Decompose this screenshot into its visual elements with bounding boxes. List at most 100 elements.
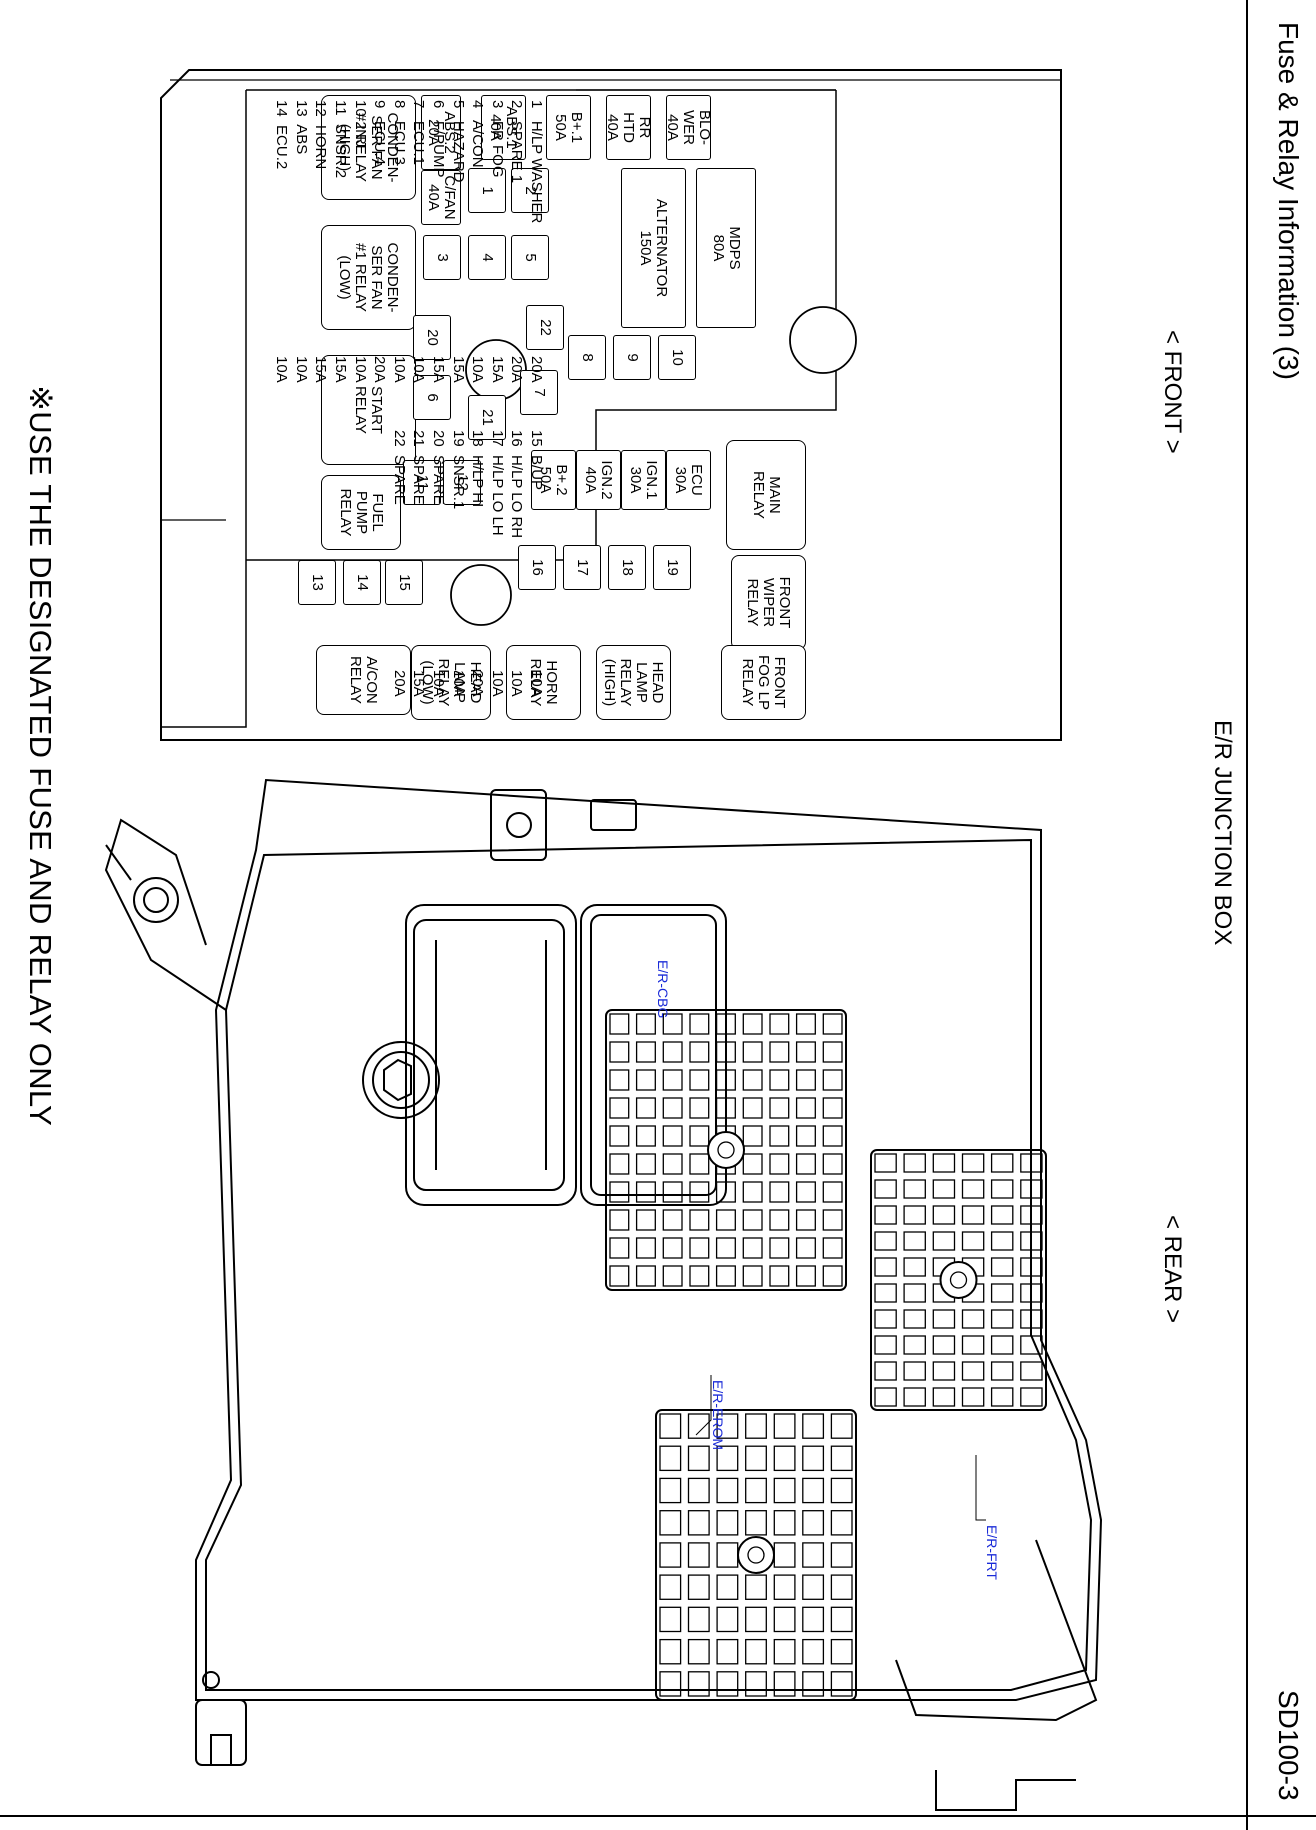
connector-frt-terminal xyxy=(903,1153,926,1173)
connector-frt-terminal xyxy=(874,1257,897,1277)
connector-erom-terminal xyxy=(830,1510,853,1536)
connector-cbg-terminal xyxy=(822,1153,843,1175)
connector-erom-terminal xyxy=(830,1542,853,1568)
connector-cbg-terminal xyxy=(822,1013,843,1035)
connector-erom-terminal xyxy=(802,1510,825,1536)
connector-cbg-terminal xyxy=(689,1237,710,1259)
connector-erom-terminal xyxy=(830,1606,853,1633)
connector-cbg-terminal xyxy=(609,1237,630,1259)
connector-frt-terminal xyxy=(932,1205,956,1225)
connector-cbg-terminal xyxy=(822,1097,843,1119)
connector-cbg-terminal xyxy=(715,1237,736,1259)
connector-erom-terminal xyxy=(687,1445,710,1472)
connector-cbg-terminal xyxy=(795,1181,816,1203)
connector-frt-terminal xyxy=(990,1309,1014,1329)
connector-erom-terminal xyxy=(773,1413,796,1439)
connector-erom-terminal xyxy=(659,1638,682,1665)
connector-frt-terminal xyxy=(990,1257,1014,1277)
connector-cbg-terminal xyxy=(635,1265,656,1287)
connector-frt-terminal xyxy=(990,1283,1014,1303)
connector-frt-terminal xyxy=(874,1205,897,1225)
connector-cbg-block xyxy=(605,1009,847,1291)
connector-erom-terminal xyxy=(745,1477,767,1504)
connector-erom-terminal xyxy=(773,1574,796,1600)
connector-frt-terminal xyxy=(990,1205,1014,1225)
connector-cbg-terminal xyxy=(662,1069,683,1091)
connector-erom-terminal xyxy=(802,1671,825,1697)
connector-erom-terminal xyxy=(716,1413,739,1439)
connector-erom-terminal xyxy=(687,1413,710,1439)
connector-cbg-terminal xyxy=(795,1125,816,1147)
connector-frt-block xyxy=(870,1149,1047,1411)
connector-cbg-terminal xyxy=(609,1125,630,1147)
connector-cbg-terminal xyxy=(715,1041,736,1063)
connector-erom-terminal xyxy=(773,1671,796,1697)
connector-cbg-terminal xyxy=(635,1209,656,1231)
connector-erom-label: E/R-EROM xyxy=(710,1380,726,1450)
connector-erom-bolt-center xyxy=(747,1546,765,1564)
connector-cbg-terminal xyxy=(689,1153,710,1175)
connector-erom-terminal xyxy=(830,1638,853,1665)
connector-frt-terminal xyxy=(1020,1257,1043,1277)
connector-frt-terminal xyxy=(961,1361,985,1381)
connector-cbg-terminal xyxy=(662,1125,683,1147)
connector-cbg-terminal xyxy=(822,1209,843,1231)
connector-frt-terminal xyxy=(961,1387,985,1407)
connector-erom-terminal xyxy=(716,1671,739,1697)
connector-cbg-terminal xyxy=(609,1097,630,1119)
connector-frt-terminal xyxy=(903,1361,926,1381)
connector-cbg-terminal xyxy=(822,1265,843,1287)
connector-frt-terminal xyxy=(1020,1179,1043,1199)
connector-erom-terminal xyxy=(687,1606,710,1633)
connector-cbg-terminal xyxy=(769,1153,790,1175)
connector-cbg-terminal xyxy=(742,1069,763,1091)
connector-cbg-terminal xyxy=(715,1097,736,1119)
connector-frt-terminal xyxy=(961,1231,985,1251)
connector-frt-terminal xyxy=(990,1361,1014,1381)
connector-cbg-terminal xyxy=(795,1265,816,1287)
connector-frt-terminal xyxy=(903,1335,926,1355)
connector-erom-terminal xyxy=(687,1542,710,1568)
connector-erom-terminal xyxy=(745,1510,767,1536)
connector-cbg-terminal xyxy=(609,1209,630,1231)
connector-frt-terminal xyxy=(1020,1335,1043,1355)
connector-cbg-terminal xyxy=(635,1153,656,1175)
connector-cbg-terminal xyxy=(742,1125,763,1147)
connector-cbg-terminal xyxy=(769,1181,790,1203)
connector-erom-terminal xyxy=(802,1413,825,1439)
connector-cbg-terminal xyxy=(609,1041,630,1063)
connector-cbg-terminal xyxy=(822,1041,843,1063)
connector-cbg-terminal xyxy=(715,1209,736,1231)
connector-cbg-terminal xyxy=(662,1209,683,1231)
connector-erom-terminal xyxy=(716,1574,739,1600)
connector-cbg-terminal xyxy=(715,1069,736,1091)
connector-cbg-terminal xyxy=(742,1209,763,1231)
connector-cbg-terminal xyxy=(689,1125,710,1147)
connector-cbg-terminal xyxy=(742,1013,763,1035)
connector-cbg-terminal xyxy=(635,1013,656,1035)
connector-cbg-bolt-center xyxy=(717,1141,735,1159)
connector-cbg-terminal xyxy=(689,1209,710,1231)
connector-cbg-terminal xyxy=(795,1041,816,1063)
connector-erom-terminal xyxy=(802,1477,825,1504)
connector-erom-terminal xyxy=(687,1510,710,1536)
connector-cbg-terminal xyxy=(742,1041,763,1063)
usage-note: ※USE THE DESIGNATED FUSE AND RELAY ONLY xyxy=(23,385,58,1127)
connector-frt-terminal xyxy=(1020,1231,1043,1251)
connector-frt-terminal xyxy=(1020,1309,1043,1329)
connector-cbg-terminal xyxy=(742,1181,763,1203)
connector-erom-terminal xyxy=(659,1413,682,1439)
connector-cbg-terminal xyxy=(822,1181,843,1203)
connector-frt-terminal xyxy=(990,1231,1014,1251)
connector-erom-terminal xyxy=(802,1542,825,1568)
connector-frt-terminal xyxy=(932,1231,956,1251)
connector-frt-terminal xyxy=(874,1309,897,1329)
connector-erom-terminal xyxy=(687,1638,710,1665)
connector-cbg-terminal xyxy=(635,1041,656,1063)
connector-cbg-label: E/R-CBG xyxy=(655,960,671,1019)
connector-frt-terminal xyxy=(961,1153,985,1173)
connector-frt-terminal xyxy=(903,1257,926,1277)
connector-cbg-terminal xyxy=(742,1153,763,1175)
